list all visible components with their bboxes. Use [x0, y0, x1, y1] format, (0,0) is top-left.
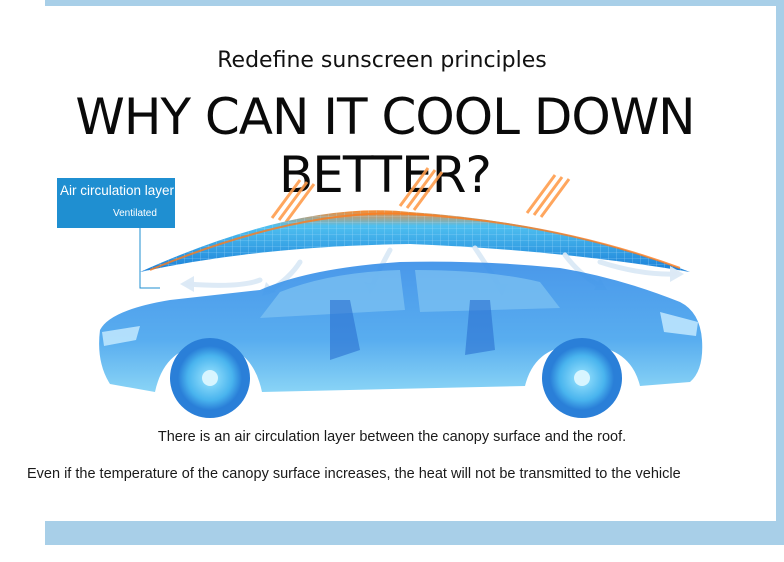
label-subtitle: Ventilated [113, 208, 157, 219]
front-wheel [170, 338, 250, 418]
air-circulation-label: Air circulation layer Ventilated [57, 178, 175, 228]
frame-bottom [45, 521, 784, 545]
label-title: Air circulation layer [60, 183, 175, 198]
heat-rays [270, 167, 571, 223]
caption-line-2: Even if the temperature of the canopy su… [27, 466, 681, 482]
frame-top [45, 0, 784, 6]
page-subtitle: Redefine sunscreen principles [217, 48, 547, 73]
caption-line-1: There is an air circulation layer betwee… [157, 429, 627, 445]
frame-right [776, 0, 784, 545]
page-headline: WHY CAN IT COOL DOWN BETTER? [75, 88, 695, 204]
car-body [99, 261, 703, 392]
rear-wheel [542, 338, 622, 418]
car-seats [330, 300, 495, 360]
car-canopy-illustration [99, 167, 703, 418]
